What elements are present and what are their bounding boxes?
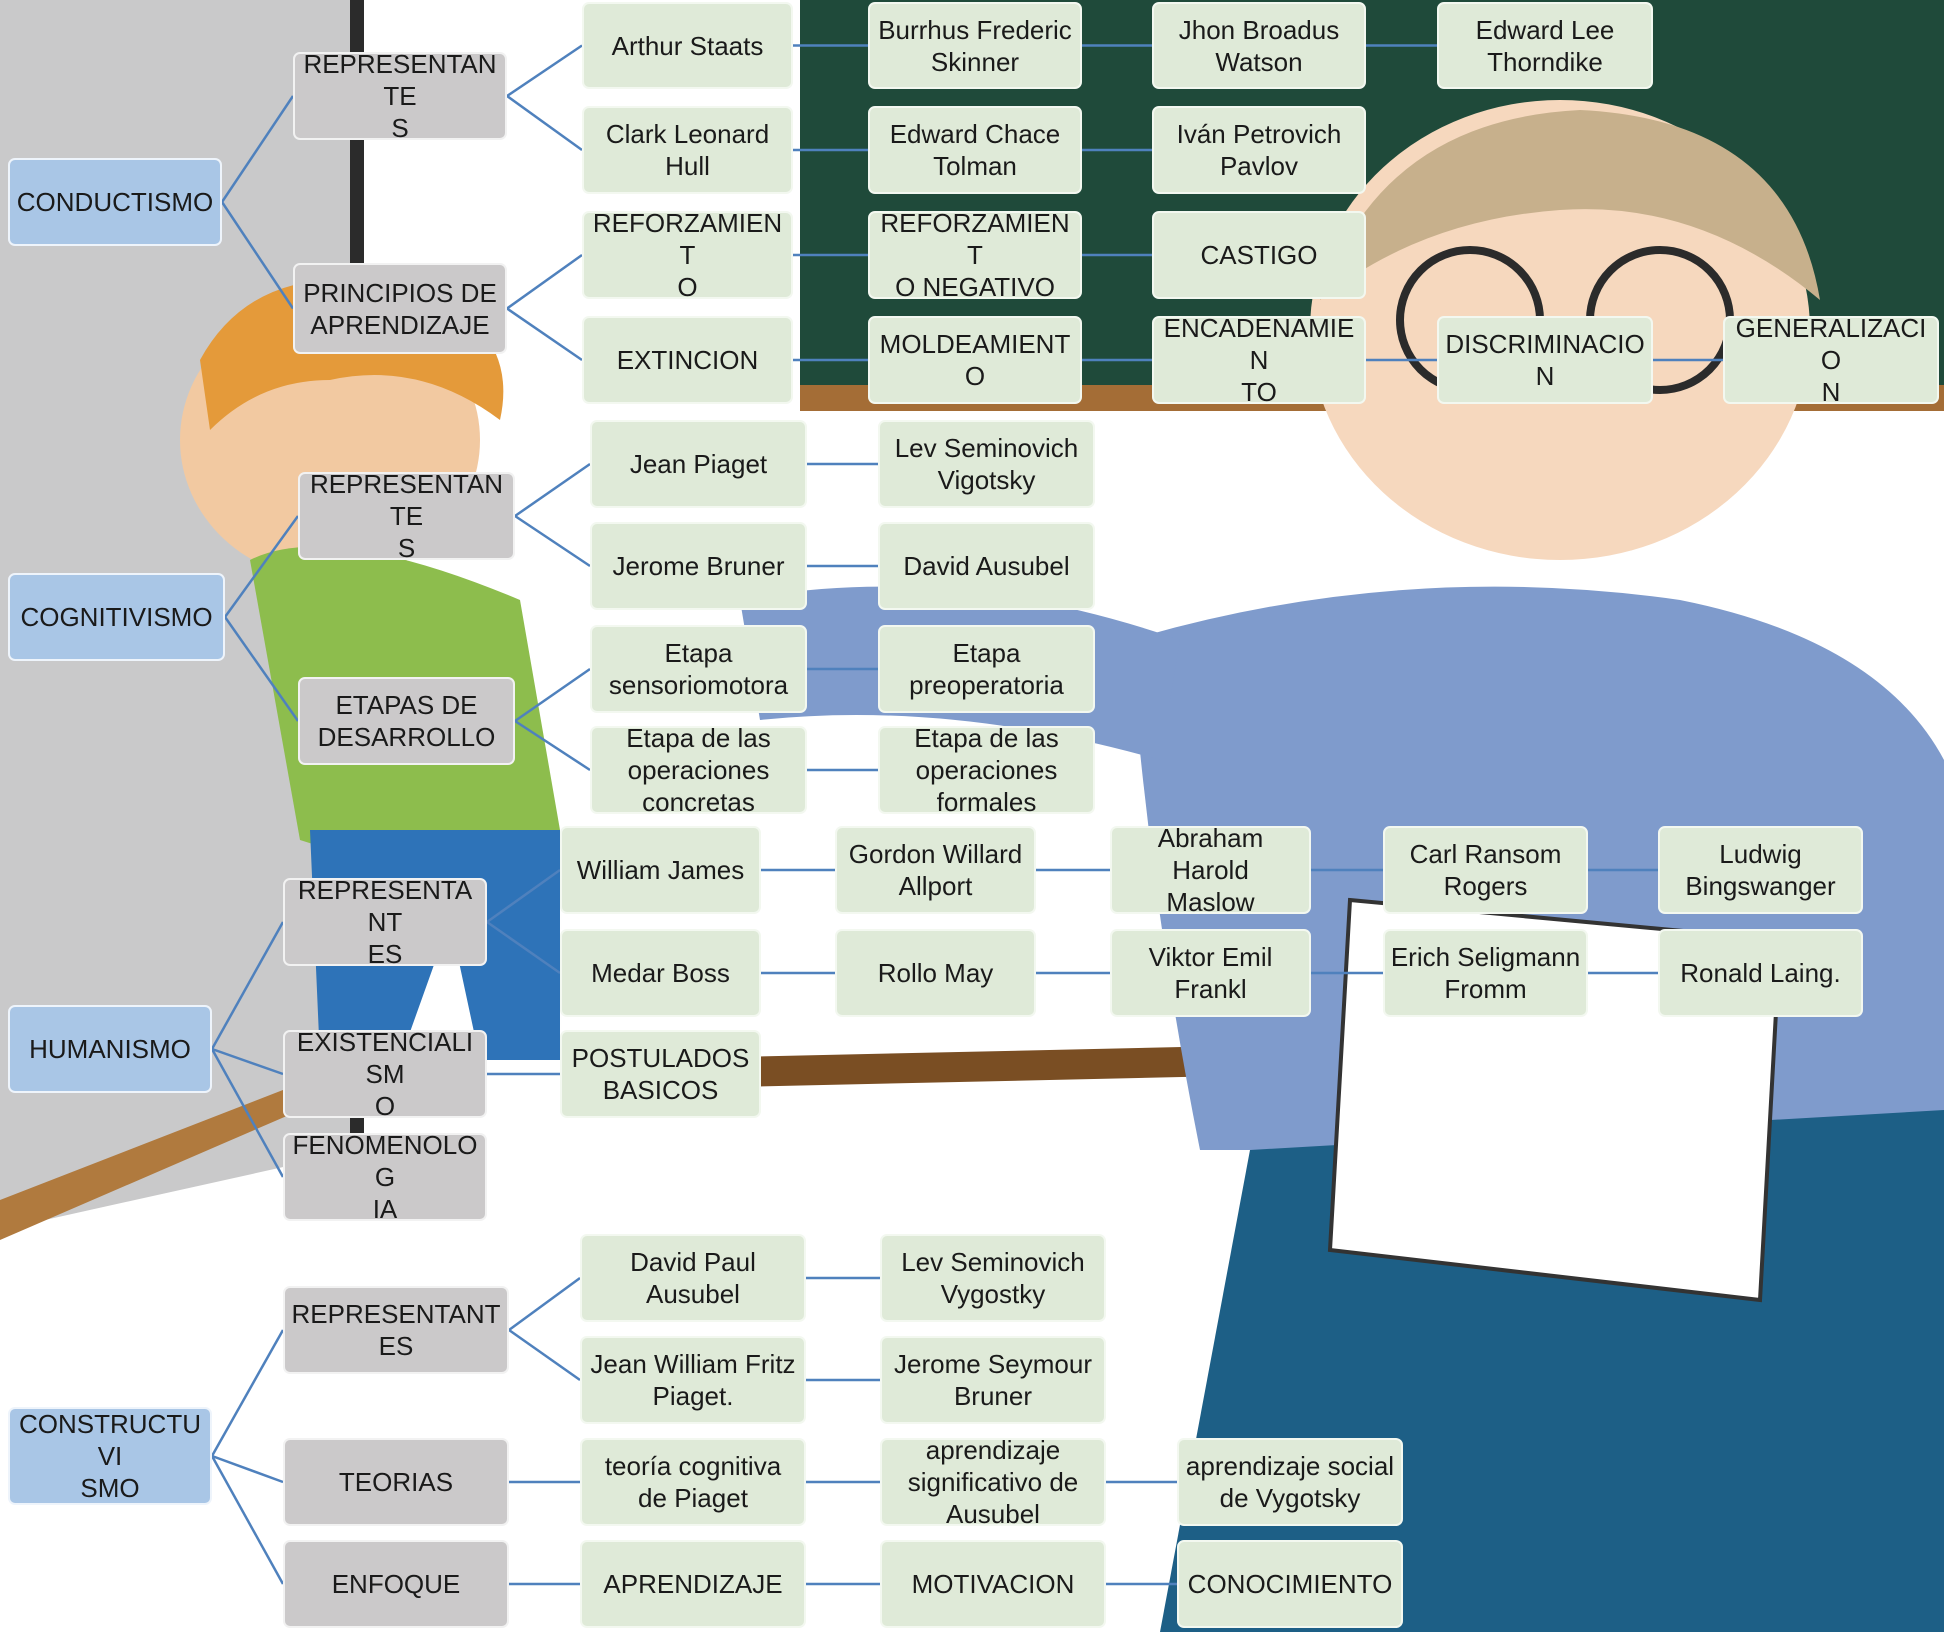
- node-c-r4: Edward Lee Thorndike: [1437, 2, 1653, 89]
- node-h-fen: FENOMENOLOG IA: [283, 1133, 487, 1221]
- connector-g-rep-to-g-r1: [514, 462, 591, 518]
- node-c-p2: REFORZAMIENT O NEGATIVO: [868, 211, 1082, 299]
- connector-g-eta-to-g-e3: [514, 719, 591, 772]
- connector-c-pri-to-c-p1: [506, 253, 583, 310]
- connector-conductismo-to-c-rep: [220, 95, 295, 203]
- node-h-r3: Abraham Harold Maslow: [1110, 826, 1311, 914]
- node-k-e2: MOTIVACION: [880, 1540, 1106, 1628]
- node-c-pri: PRINCIPIOS DE APRENDIZAJE: [293, 263, 507, 354]
- node-c-r5: Clark Leonard Hull: [582, 106, 793, 194]
- node-h-r7: Rollo May: [835, 929, 1036, 1017]
- node-h-rep: REPRESENTANT ES: [283, 878, 487, 966]
- connector-humanismo-to-h-fen: [210, 1048, 285, 1178]
- node-c-p4: EXTINCION: [582, 316, 793, 404]
- node-h-r2: Gordon Willard Allport: [835, 826, 1036, 914]
- node-k-e1: APRENDIZAJE: [580, 1540, 806, 1628]
- node-h-exi: EXISTENCIALISM O: [283, 1030, 487, 1118]
- connector-cognitivismo-to-g-eta: [223, 616, 300, 722]
- node-h-r9: Erich Seligmann Fromm: [1383, 929, 1588, 1017]
- node-h-r5: Ludwig Bingswanger: [1658, 826, 1863, 914]
- node-c-r6: Edward Chace Tolman: [868, 106, 1082, 194]
- node-k-teo: TEORIAS: [283, 1438, 509, 1526]
- node-k-e3: CONOCIMIENTO: [1177, 1540, 1403, 1628]
- node-g-r3: Jerome Bruner: [590, 522, 807, 610]
- node-k-rep: REPRESENTANTES: [283, 1286, 509, 1374]
- node-humanismo: HUMANISMO: [8, 1005, 212, 1093]
- node-g-r2: Lev Seminovich Vigotsky: [878, 420, 1095, 508]
- node-constructuvismo: CONSTRUCTUVI SMO: [8, 1407, 212, 1505]
- node-h-r1: William James: [560, 826, 761, 914]
- node-k-r3: Jean William Fritz Piaget.: [580, 1336, 806, 1424]
- node-c-p7: DISCRIMINACIO N: [1437, 316, 1653, 404]
- node-c-p1: REFORZAMIENT O: [582, 211, 793, 299]
- node-c-p8: GENERALIZACIO N: [1723, 316, 1939, 404]
- node-h-r10: Ronald Laing.: [1658, 929, 1863, 1017]
- node-c-rep: REPRESENTANTE S: [293, 52, 507, 140]
- node-c-r3: Jhon Broadus Watson: [1152, 2, 1366, 89]
- node-h-r8: Viktor Emil Frankl: [1110, 929, 1311, 1017]
- connector-constructuvismo-to-k-teo: [211, 1454, 284, 1484]
- node-c-p6: ENCADENAMIEN TO: [1152, 316, 1366, 404]
- node-h-r4: Carl Ransom Rogers: [1383, 826, 1588, 914]
- node-g-eta: ETAPAS DE DESARROLLO: [298, 677, 515, 765]
- connector-constructuvismo-to-k-rep: [210, 1329, 285, 1457]
- connector-c-rep-to-c-r1: [506, 44, 583, 98]
- connector-humanismo-to-h-rep: [210, 921, 285, 1050]
- node-g-r4: David Ausubel: [878, 522, 1095, 610]
- connector-c-pri-to-c-p4: [506, 307, 583, 362]
- connector-k-rep-to-k-r1: [508, 1276, 581, 1332]
- connector-h-rep-to-h-r1: [486, 868, 561, 924]
- node-c-r1: Arthur Staats: [582, 2, 793, 89]
- node-k-t2: aprendizaje significativo de Ausubel: [880, 1438, 1106, 1526]
- node-c-p3: CASTIGO: [1152, 211, 1366, 299]
- node-k-r1: David Paul Ausubel: [580, 1234, 806, 1322]
- connector-conductismo-to-c-pri: [220, 201, 295, 310]
- connector-cognitivismo-to-g-rep: [223, 515, 300, 618]
- node-g-rep: REPRESENTANTE S: [298, 472, 515, 560]
- node-c-p5: MOLDEAMIENTO: [868, 316, 1082, 404]
- connector-humanismo-to-h-exi: [211, 1047, 284, 1076]
- node-g-r1: Jean Piaget: [590, 420, 807, 508]
- node-cognitivismo: COGNITIVISMO: [8, 573, 225, 661]
- node-g-e1: Etapa sensoriomotora: [590, 625, 807, 713]
- connector-h-rep-to-h-r6: [486, 920, 561, 975]
- connector-g-eta-to-g-e1: [514, 667, 591, 723]
- connector-constructuvismo-to-k-enf: [210, 1455, 285, 1585]
- node-g-e2: Etapa preoperatoria: [878, 625, 1095, 713]
- connector-g-rep-to-g-r3: [514, 514, 591, 568]
- node-k-t3: aprendizaje social de Vygotsky: [1177, 1438, 1403, 1526]
- connector-c-rep-to-c-r5: [506, 94, 583, 152]
- node-g-e3: Etapa de las operaciones concretas: [590, 726, 807, 814]
- floor-trim: [0, 1060, 370, 1240]
- node-k-r4: Jerome Seymour Bruner: [880, 1336, 1106, 1424]
- teacher-hair: [1320, 110, 1820, 300]
- node-conductismo: CONDUCTISMO: [8, 158, 222, 246]
- node-c-r7: Iván Petrovich Pavlov: [1152, 106, 1366, 194]
- node-h-e1: POSTULADOS BASICOS: [560, 1030, 761, 1118]
- node-g-e4: Etapa de las operaciones formales: [878, 726, 1095, 814]
- node-k-r2: Lev Seminovich Vygostky: [880, 1234, 1106, 1322]
- node-c-r2: Burrhus Frederic Skinner: [868, 2, 1082, 89]
- node-h-r6: Medar Boss: [560, 929, 761, 1017]
- node-k-enf: ENFOQUE: [283, 1540, 509, 1628]
- connector-k-rep-to-k-r3: [508, 1328, 581, 1382]
- node-k-t1: teoría cognitiva de Piaget: [580, 1438, 806, 1526]
